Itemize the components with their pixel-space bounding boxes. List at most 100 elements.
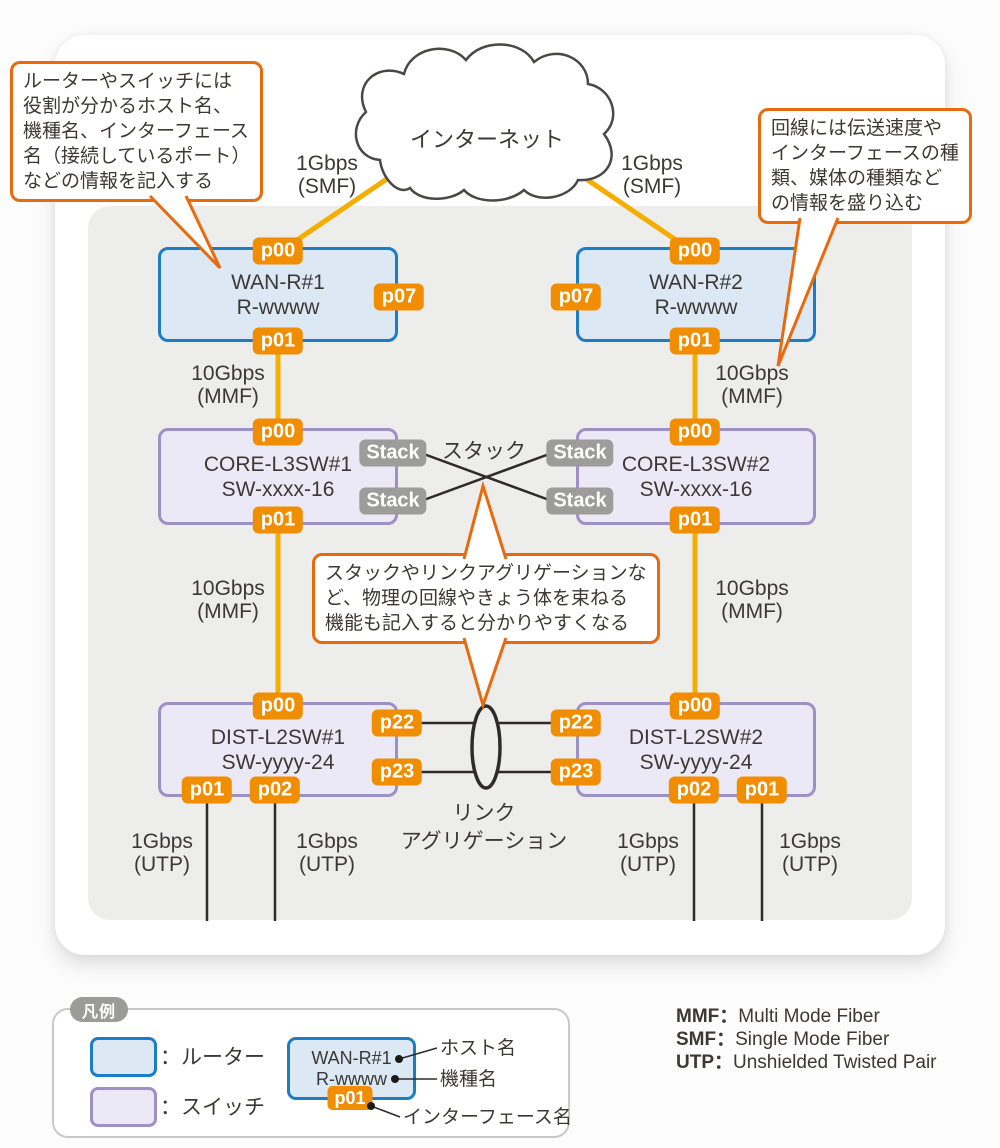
link-label-core1-dist1: 10Gbps (MMF) <box>191 577 265 623</box>
callout-line: インターフェースの種 <box>771 143 959 164</box>
medium: (MMF) <box>721 600 783 623</box>
legend-switch-swatch <box>90 1087 157 1127</box>
callout-stack-linkagg: スタックやリンクアグリゲーションな ど、物理の回線やきょう体を束ねる 機能も記入… <box>312 553 660 644</box>
callout-line: 役割が分かるホスト名、 <box>23 96 233 117</box>
abbr-row-smf: SMF：Single Mode Fiber <box>676 1028 937 1051</box>
port-dist1-p02: p02 <box>249 776 301 804</box>
medium: (MMF) <box>197 385 259 408</box>
legend-router-swatch <box>90 1037 157 1077</box>
callout-line: 類、媒体の種類など <box>771 168 943 189</box>
hostname: DIST-L2SW#2 <box>628 725 764 749</box>
separator: ： <box>714 1052 734 1073</box>
medium: (UTP) <box>782 853 838 876</box>
legend-router-label: ：ルーター <box>160 1046 265 1069</box>
port-dist2-p02: p02 <box>668 776 720 804</box>
callout-line: ルーターやスイッチには <box>23 71 233 92</box>
port-wan2-p00: p00 <box>669 237 721 265</box>
link-label-dist1-p01-down: 1Gbps (UTP) <box>131 830 193 876</box>
hostname: WAN-R#1 <box>311 1047 392 1068</box>
stack-caption: スタック <box>442 440 526 463</box>
port-core2-p00: p00 <box>669 418 721 446</box>
link-label-core2-dist2: 10Gbps (MMF) <box>715 577 789 623</box>
stack-badge-core1-upper: Stack <box>359 439 427 467</box>
link-label-internet-wan1: 1Gbps (SMF) <box>296 152 358 198</box>
medium: (UTP) <box>299 853 355 876</box>
hostname: CORE-L3SW#1 <box>203 452 353 476</box>
speed: 1Gbps <box>296 830 358 853</box>
callout-line: などの情報を記入する <box>23 171 214 192</box>
definition: Multi Mode Fiber <box>738 1006 880 1027</box>
abbreviation-list: MMF：Multi Mode Fiber SMF：Single Mode Fib… <box>676 1005 937 1074</box>
port-core2-p01: p01 <box>669 506 721 534</box>
port-wan1-p07: p07 <box>373 283 425 311</box>
callout-line: スタックやリンクアグリゲーションな <box>325 563 647 584</box>
model: SW-yyyy-24 <box>221 750 335 774</box>
port-wan2-p01: p01 <box>669 327 721 355</box>
port-dist2-p22: p22 <box>550 709 602 737</box>
definition: Single Mode Fiber <box>735 1029 890 1050</box>
callout-device-naming: ルーターやスイッチには 役割が分かるホスト名、 機種名、インターフェース 名（接… <box>10 61 264 202</box>
model: SW-yyyy-24 <box>639 750 753 774</box>
callout-line: ど、物理の回線やきょう体を束ねる <box>325 588 629 609</box>
port-dist1-p00: p00 <box>252 692 304 720</box>
link-agg-caption-line1: リンク <box>452 802 516 825</box>
speed: 10Gbps <box>191 577 265 600</box>
legend-switch-label: ：スイッチ <box>160 1096 265 1119</box>
speed: 1Gbps <box>617 830 679 853</box>
link-label-wan1-core1: 10Gbps (MMF) <box>191 362 265 408</box>
hostname: WAN-R#2 <box>649 270 743 294</box>
port-dist2-p23: p23 <box>550 758 602 786</box>
stack-badge-core2-lower: Stack <box>546 487 614 515</box>
port-core1-p01: p01 <box>252 506 304 534</box>
stack-badge-core2-upper: Stack <box>546 439 614 467</box>
port-wan2-p07: p07 <box>550 283 602 311</box>
link-label-wan2-core2: 10Gbps (MMF) <box>715 362 789 408</box>
stack-badge-core1-lower: Stack <box>359 487 427 515</box>
port-dist1-p22: p22 <box>371 709 423 737</box>
hostname: CORE-L3SW#2 <box>621 452 771 476</box>
port-dist1-p01: p01 <box>181 776 233 804</box>
medium: (MMF) <box>197 600 259 623</box>
abbr-row-utp: UTP：Unshielded Twisted Pair <box>676 1051 937 1074</box>
abbr: MMF <box>676 1006 720 1027</box>
callout-line-info: 回線には伝送速度や インターフェースの種 類、媒体の種類など の情報を盛り込む <box>758 108 972 224</box>
port-dist2-p00: p00 <box>669 692 721 720</box>
legend-model-label: 機種名 <box>440 1069 498 1090</box>
legend-example-port: p01 <box>327 1086 373 1110</box>
callout-line: 名（接続しているポート） <box>23 146 251 167</box>
link-label-dist1-p02-down: 1Gbps (UTP) <box>296 830 358 876</box>
speed: 1Gbps <box>621 152 683 175</box>
medium: (MMF) <box>721 385 783 408</box>
speed: 1Gbps <box>296 152 358 175</box>
legend-hostname-label: ホスト名 <box>440 1038 517 1059</box>
speed: 1Gbps <box>779 830 841 853</box>
port-wan1-p00: p00 <box>252 237 304 265</box>
model: R-wwww <box>236 295 320 319</box>
speed: 10Gbps <box>191 362 265 385</box>
internet-label: インターネット <box>409 127 565 152</box>
model: R-wwww <box>316 1068 387 1089</box>
separator: ： <box>719 1006 739 1027</box>
speed: 10Gbps <box>715 577 789 600</box>
legend-title-badge: 凡例 <box>70 997 128 1022</box>
speed: 10Gbps <box>715 362 789 385</box>
legend-interface-label: インターフェース名 <box>403 1107 572 1128</box>
link-label-dist2-p02-down: 1Gbps (UTP) <box>617 830 679 876</box>
model: SW-xxxx-16 <box>221 477 335 501</box>
speed: 1Gbps <box>131 830 193 853</box>
callout-line: の情報を盛り込む <box>771 193 924 214</box>
abbr: UTP <box>676 1052 714 1073</box>
model: SW-xxxx-16 <box>639 477 753 501</box>
definition: Unshielded Twisted Pair <box>733 1052 937 1073</box>
medium: (SMF) <box>297 175 357 198</box>
port-dist1-p23: p23 <box>371 758 423 786</box>
abbr-row-mmf: MMF：Multi Mode Fiber <box>676 1005 937 1028</box>
separator: ： <box>716 1029 736 1050</box>
port-dist2-p01: p01 <box>736 776 788 804</box>
callout-line: 回線には伝送速度や <box>771 118 943 139</box>
abbr: SMF <box>676 1029 717 1050</box>
link-agg-caption-line2: アグリゲーション <box>400 830 568 853</box>
callout-line: 機能も記入すると分かりやすくなる <box>325 613 630 634</box>
model: R-wwww <box>654 295 738 319</box>
